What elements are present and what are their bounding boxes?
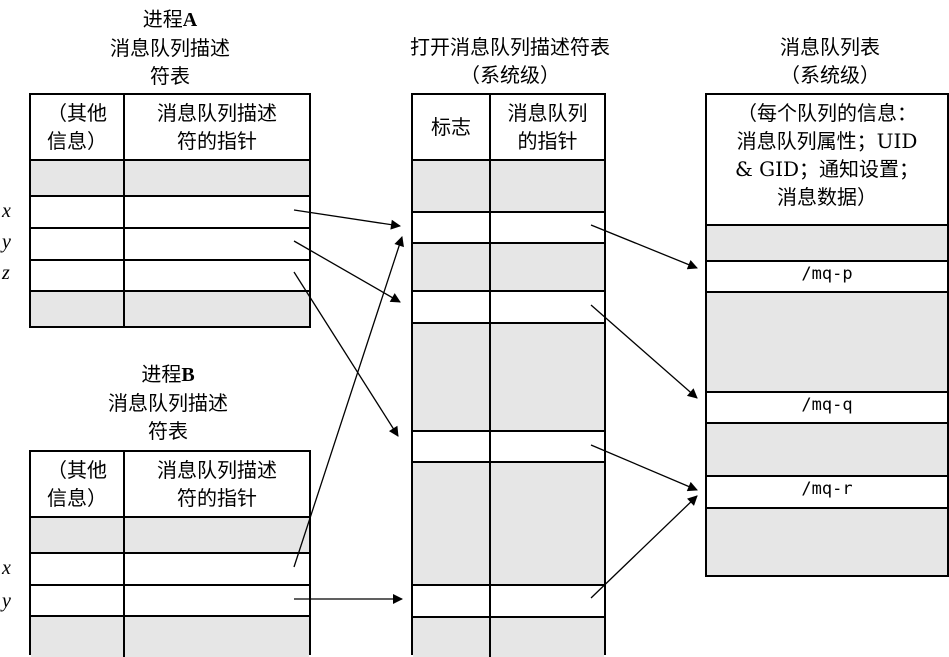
arrow-a-x [293,209,401,230]
mq-pointer-header: 消息队列 的指针 [507,101,588,153]
mq-info-header: （每个队列的信息： 消息队列属性；UID & GID；通知设置； 消息数据） [734,101,920,209]
mq-entry-q: /mq-q [801,395,853,415]
flags-header: 标志 [431,115,471,139]
open-mq-description-table: 标志 消息队列 的指针 [411,93,606,657]
arrow-open-3-r [590,444,698,492]
process-a-fd-table: （其他 信息） 消息队列描述 符的指针 [29,93,311,328]
arrow-b-x [293,236,404,568]
mq-table-title: 消息队列表 （系统级） [780,35,880,87]
arrow-a-z [293,271,399,437]
row-label-a-y: y [2,231,11,253]
row-label-a-x: x [2,200,11,222]
mq-entry-p: /mq-p [801,264,853,284]
row-label-b-y: y [2,590,11,612]
other-info-header: （其他 信息） [47,101,107,153]
arrow-open-1-p [590,224,698,270]
arrow-open-2-q [590,304,698,399]
process-b-fd-table: （其他 信息） 消息队列描述 符的指针 [29,450,311,657]
row-label-b-x: x [2,557,11,579]
process-b-title: 进程B 消息队列描述 符表 [108,362,228,443]
mq-descriptor-pointer-header: 消息队列描述 符的指针 [157,101,277,153]
mq-entry-r: /mq-r [801,479,853,499]
mq-descriptor-pointer-header: 消息队列描述 符的指针 [157,458,277,510]
arrow-open-4-r [590,495,698,599]
arrow-a-y [293,240,401,303]
row-label-a-z: z [2,262,10,284]
mq-table: （每个队列的信息： 消息队列属性；UID & GID；通知设置； 消息数据） /… [705,93,949,577]
process-a-title: 进程A 消息队列描述 符表 [110,7,230,88]
open-mq-description-table-title: 打开消息队列描述符表 （系统级） [410,35,610,87]
other-info-header: （其他 信息） [47,458,107,510]
